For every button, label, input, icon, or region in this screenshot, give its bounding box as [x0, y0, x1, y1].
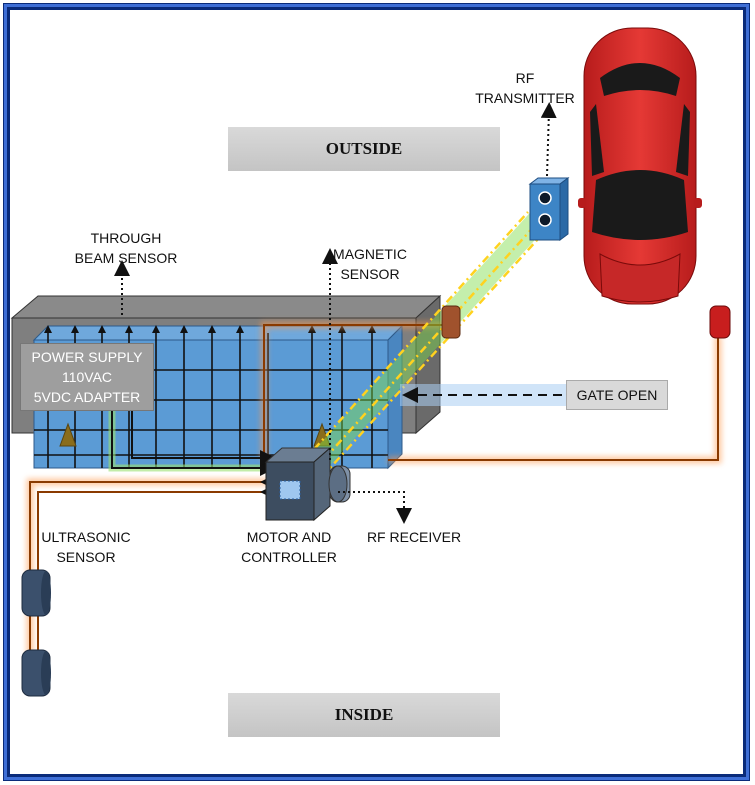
rf-receiver-label: RF RECEIVER — [366, 529, 462, 545]
magnetic-sensor-block — [441, 305, 461, 339]
ultrasonic-line1: ULTRASONIC — [41, 529, 131, 545]
rf-transmitter-line1: RF — [515, 70, 535, 86]
red-sensor — [709, 305, 731, 339]
power-supply-line1: POWER SUPPLY — [31, 349, 143, 365]
label-pointers — [114, 102, 557, 524]
gate-open-button[interactable]: GATE OPEN — [566, 380, 668, 410]
power-supply-line3: 5VDC ADAPTER — [33, 389, 141, 405]
car — [578, 27, 702, 305]
gate-open-arrow — [400, 384, 566, 406]
motor-controller-label: MOTOR AND CONTROLLER — [236, 527, 342, 567]
ultrasonic-sensors — [21, 569, 51, 697]
rf-transmitter-device — [528, 177, 570, 241]
through-beam-emitter — [59, 422, 77, 447]
through-beam-line1: THROUGH — [90, 230, 162, 246]
through-beam-label: THROUGH BEAM SENSOR — [66, 228, 186, 268]
gate-open-label: GATE OPEN — [576, 387, 658, 403]
power-supply-line2: 110VAC — [61, 369, 113, 385]
ultrasonic-sensor-label: ULTRASONIC SENSOR — [36, 527, 136, 567]
ultrasonic-line2: SENSOR — [56, 549, 116, 565]
magnetic-line1: MAGNETIC — [333, 246, 407, 262]
power-supply-box: POWER SUPPLY 110VAC 5VDC ADAPTER — [20, 343, 154, 411]
magnetic-sensor-label: MAGNETIC SENSOR — [322, 244, 418, 284]
inside-zone: INSIDE — [228, 693, 500, 737]
inside-label: INSIDE — [334, 705, 394, 724]
motor-line2: CONTROLLER — [241, 549, 337, 565]
outside-label: OUTSIDE — [325, 139, 403, 158]
power-wiring — [108, 408, 276, 476]
magnetic-line2: SENSOR — [340, 266, 400, 282]
motor-line1: MOTOR AND — [246, 529, 332, 545]
motor-controller — [264, 446, 351, 522]
rf-transmitter-line2: TRANSMITTER — [475, 90, 575, 106]
outside-zone: OUTSIDE — [228, 127, 500, 171]
rf-transmitter-label: RF TRANSMITTER — [470, 68, 580, 108]
through-beam-line2: BEAM SENSOR — [74, 250, 178, 266]
